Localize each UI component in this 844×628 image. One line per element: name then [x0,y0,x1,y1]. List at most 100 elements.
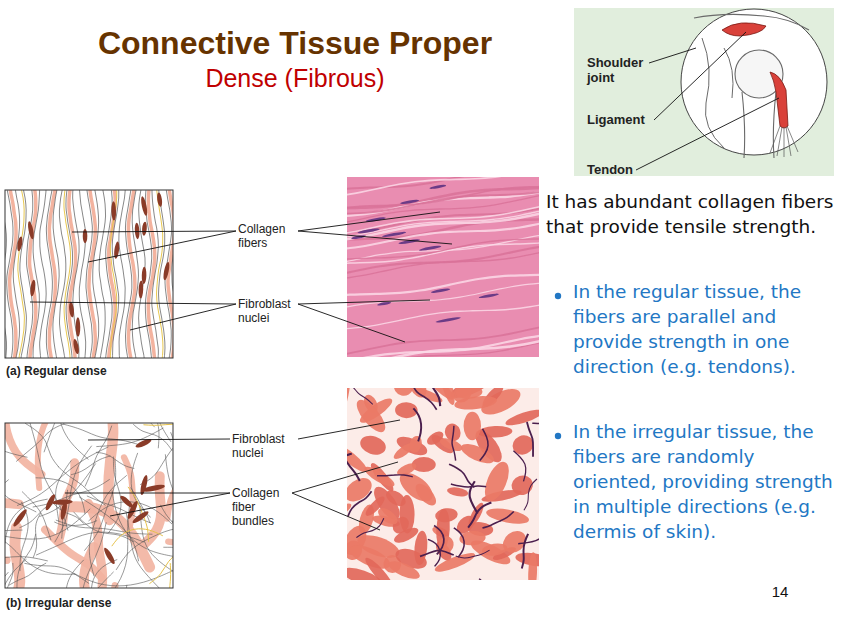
fibroblast-nucleus [454,528,464,557]
fibroblast-nucleus [419,245,442,252]
elastic-fiber [112,529,163,546]
leader-line [72,231,236,232]
collagen-fiber [44,423,61,452]
leader-line [298,231,452,244]
part-label: Tendon [587,162,657,177]
collagen-streak [347,187,539,209]
bullet-dot [555,433,561,439]
collagen-fiber [80,522,106,588]
fibroblast-nucleus [357,228,380,235]
collagen-fiber [99,190,105,358]
fibroblast-nucleus [30,279,37,296]
fibroblast-nucleus [347,388,373,404]
fibroblast-nucleus [420,550,454,556]
panel-caption: (a) Regular dense [6,364,226,378]
elastic-fiber [143,424,173,434]
fibroblast-nucleus [134,223,140,240]
fibroblast-nucleus [44,493,57,511]
collagen-fiber [5,554,48,561]
fibroblast-nucleus [452,426,456,461]
fibroblast-nucleus [52,499,73,505]
collagen-fiber [89,475,126,576]
leader-line [292,493,380,530]
collagen-fiber [100,502,130,588]
collagen-fiber [33,513,41,558]
collagen-streak [347,192,539,214]
collagen-fiber [71,456,111,475]
fibroblast-nucleus [16,236,23,252]
fibroblast-nucleus [138,280,143,298]
fibroblast-nucleus [518,536,539,544]
collagen-fiber [59,423,89,459]
inset-box: Shoulder jointLigamentTendon [574,8,834,176]
collagen-bundle [458,440,496,467]
leader-line [65,493,230,494]
fibroblast-nucleus [356,518,383,537]
part-label: Fibroblast nuclei [232,432,298,460]
collagen-streak [347,211,539,238]
collagen-fiber [160,505,173,551]
collagen-fiber [22,492,51,541]
body-text: It has abundant collagen fibers that pro… [546,189,842,239]
fibroblast-nucleus [524,479,537,510]
regular-dense-micrograph [347,177,539,357]
leader-line [292,462,398,493]
collagen-bundle [352,396,390,437]
fibroblast-nucleus [111,201,116,220]
collagen-fiber [46,190,52,358]
collagen-fiber [19,501,69,527]
collagen-fiber [152,190,159,358]
collagen-fiber [5,563,13,588]
scapula [702,38,733,148]
fibroblast-nucleus [522,534,528,569]
collagen-fiber [56,460,72,522]
collagen-bundle [455,388,482,400]
bullet-dot [555,293,561,299]
collagen-fiber [132,190,138,358]
collagen-fiber [105,190,112,358]
leader-line [110,493,230,516]
collagen-fiber [5,480,9,544]
fibroblast-nucleus [479,579,504,580]
fibroblast-nucleus [83,229,88,243]
collagen-fiber [93,190,99,358]
collagen-streak [347,224,539,249]
slide-subtitle: Dense (Fibrous) [0,63,590,93]
leader-line [298,420,400,439]
fibroblast-nucleus [400,199,419,205]
collagen-fiber [33,190,40,358]
panel-caption: (b) Irregular dense [6,596,226,610]
fibroblast-nucleus [532,420,539,424]
fibroblast-nucleus [347,454,352,463]
part-label: Ligament [587,112,657,127]
fibroblast-nucleus [139,474,149,495]
collagen-bundle [375,505,400,527]
page-number: 14 [760,583,800,601]
fibroblast-nucleus [72,339,80,355]
fibroblast-nucleus [348,491,372,516]
micrograph-background [347,388,539,580]
collagen-streak [347,243,539,263]
irregular-dense-drawing [5,423,173,588]
fibroblast-nucleus [76,317,81,337]
leader-line [130,304,236,330]
fibroblast-nucleus [131,510,150,525]
collagen-bundle [45,530,102,578]
collagen-fiber [5,484,36,512]
elastic-fiber [149,544,173,584]
collagen-bundle [478,425,513,438]
bullet-text: In the regular tissue, the fibers are pa… [573,279,841,379]
collagen-fiber [5,572,8,588]
collagen-streak [347,177,539,196]
collagen-fiber [86,190,92,358]
fibroblast-nucleus [27,221,35,240]
collagen-fiber [63,424,140,445]
fibroblast-nucleus [377,475,413,477]
collagen-fiber [5,509,90,539]
collagen-fiber [7,190,13,358]
collagen-bundle [464,412,481,440]
collagen-bundle [386,558,422,580]
collagen-fiber [53,190,59,358]
collagen-streak [347,252,539,278]
